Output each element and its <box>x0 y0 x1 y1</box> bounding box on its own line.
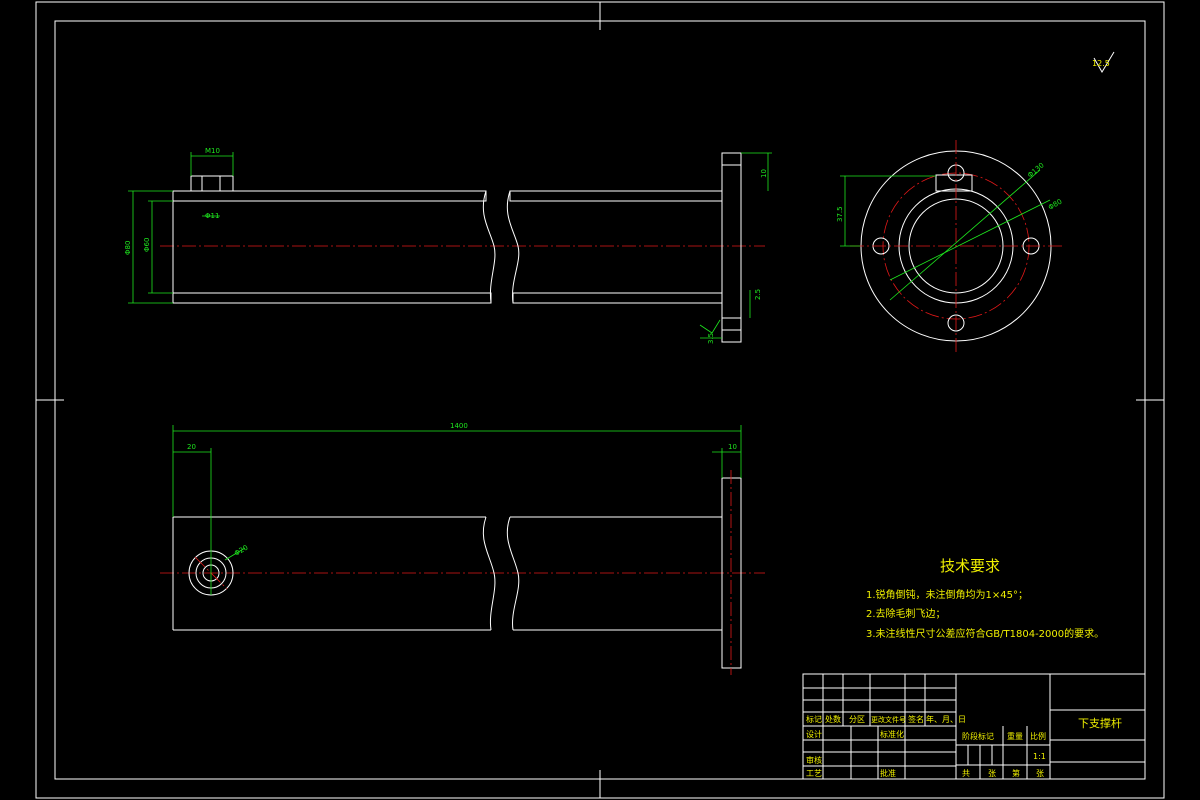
tb-approve: 批准 <box>880 768 896 778</box>
title-block: 标记 处数 分区 更改文件号 签名 年、月、日 设计 标准化 审核 工艺 批准 … <box>802 673 1146 780</box>
dim-boss-dia: Φ20 <box>233 544 249 558</box>
flange-top-view <box>721 477 742 669</box>
frame-border <box>54 20 1146 780</box>
dim-m10: M10 <box>205 147 220 155</box>
dim-end-d130: Φ130 <box>1026 161 1046 179</box>
threaded-boss <box>190 175 234 192</box>
front-section-view: M10 Φ11 Φ80 Φ60 10 2.5 3.5 <box>124 147 772 344</box>
bolt-hole-bottom <box>947 314 965 332</box>
end-view: Φ130 Φ80 37.5 <box>836 140 1063 352</box>
tb-scale-value: 1:1 <box>1033 752 1046 761</box>
dim-hole-pos: 20 <box>187 443 196 451</box>
flange-section <box>721 152 742 319</box>
dim-flange-chamfer: 2.5 <box>754 289 762 300</box>
tb-sheet-num: 第 <box>1012 768 1020 778</box>
dim-flange-thick: 10 <box>728 443 737 451</box>
tb-col-count: 处数 <box>825 714 841 724</box>
tech-item-3: 3.未注线性尺寸公差应符合GB/T1804-2000的要求。 <box>866 627 1104 640</box>
tb-standardize: 标准化 <box>880 729 904 739</box>
tb-part-name: 下支撑杆 <box>1078 716 1122 730</box>
tb-review: 审核 <box>806 755 822 765</box>
technical-requirements: 技术要求 1.锐角倒钝，未注倒角均为1×45°； 2.去除毛刺飞边； 3.未注线… <box>866 557 1104 640</box>
boss-outline <box>935 174 973 192</box>
tb-col-doc: 更改文件号 <box>871 715 906 724</box>
roughness-symbol: 12.5 <box>1092 51 1115 73</box>
tb-col-mark: 标记 <box>806 714 822 724</box>
dim-d11: Φ11 <box>205 212 219 220</box>
tech-item-1: 1.锐角倒钝，未注倒角均为1×45°； <box>866 588 1028 601</box>
break-line-left <box>482 190 496 304</box>
top-view: 1400 20 10 Φ20 <box>160 422 765 675</box>
tb-process: 工艺 <box>806 769 822 778</box>
tb-sheet-unit2: 张 <box>1036 769 1044 778</box>
dim-length: 1400 <box>450 422 468 430</box>
tb-col-date: 年、月、日 <box>926 714 966 724</box>
dim-flange-top: 10 <box>760 169 768 178</box>
tb-designer: 设计 <box>806 729 822 739</box>
dim-weld: 3.5 <box>707 333 715 344</box>
tb-weight: 重量 <box>1007 731 1023 741</box>
dim-outer-dia: Φ80 <box>124 241 132 255</box>
sheet-borders <box>35 1 1165 799</box>
tb-stage: 阶段标记 <box>962 731 994 741</box>
tech-item-2: 2.去除毛刺飞边； <box>866 607 946 620</box>
dim-end-pcd: 37.5 <box>836 206 844 222</box>
tb-scale-label: 比例 <box>1030 731 1046 741</box>
break-line-right <box>506 190 520 304</box>
roughness-value: 12.5 <box>1092 59 1110 68</box>
tb-col-sign: 签名 <box>908 714 924 724</box>
dim-inner-dia: Φ60 <box>143 238 151 252</box>
tb-sheet-total: 共 <box>962 769 970 778</box>
tb-col-zone: 分区 <box>849 715 865 724</box>
dim-end-d80: Φ80 <box>1047 198 1063 212</box>
tb-sheet-unit1: 张 <box>988 769 996 778</box>
trim-border <box>35 1 1165 799</box>
tech-title: 技术要求 <box>940 557 1000 575</box>
